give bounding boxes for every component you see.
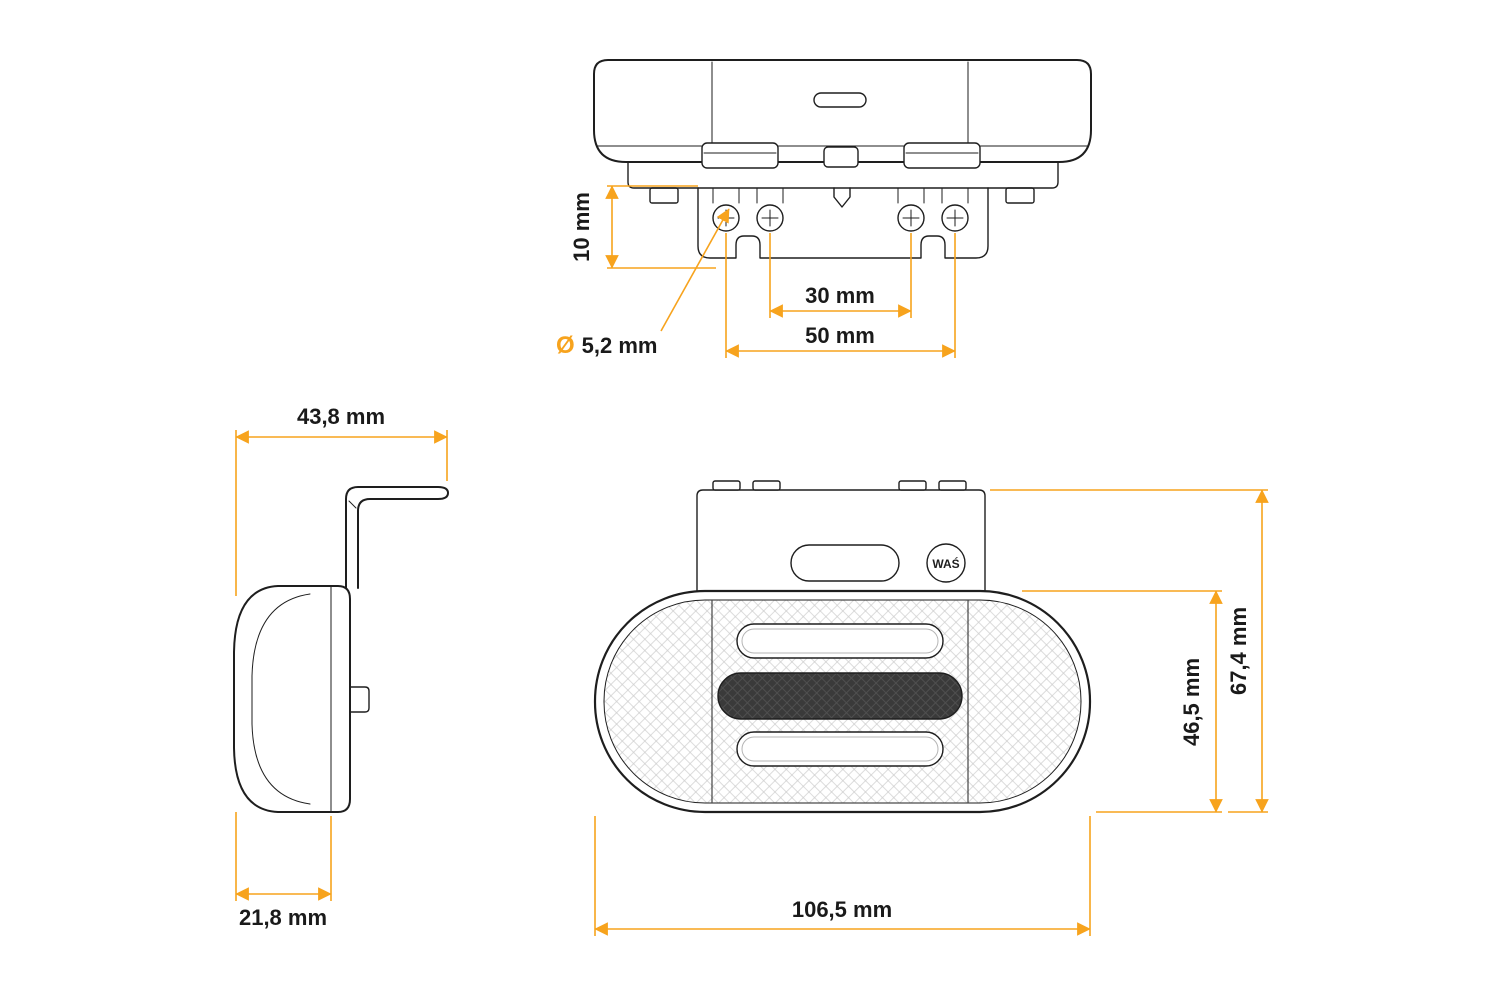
mount-hole-cross	[902, 209, 920, 227]
top-notch	[813, 92, 867, 108]
lamp-side-outline	[233, 585, 351, 813]
front-view: WAŚ	[593, 480, 1092, 814]
dim-overall-width-label: 106,5 mm	[792, 897, 892, 922]
mount-bracket-outline	[697, 187, 989, 259]
leader-line-hole-diameter	[660, 208, 730, 332]
mount-hole	[756, 204, 784, 232]
center-locator-pin	[833, 187, 851, 208]
base-strip-outline	[627, 161, 1059, 189]
front-view-dimensions: 106,5 mm 46,5 mm 67,4 mm	[594, 489, 1269, 936]
bracket-side-outline	[345, 486, 449, 589]
bracket-tab	[712, 480, 741, 491]
mount-hole	[712, 204, 740, 232]
lens-seam-lines	[711, 61, 969, 147]
diameter-symbol: Ø	[556, 332, 575, 359]
dim-inner-spacing-label: 30 mm	[805, 283, 875, 308]
latch-right	[903, 142, 981, 169]
led-strip-window	[717, 672, 963, 720]
bracket-tab	[752, 480, 781, 491]
dim-overall-depth-label: 43,8 mm	[297, 404, 385, 429]
dim-outer-spacing-label: 50 mm	[805, 323, 875, 348]
housing-top-outline	[593, 59, 1092, 163]
bracket-front-outline	[696, 489, 986, 601]
bracket-slot	[790, 544, 900, 582]
connector-tab	[349, 686, 370, 713]
bracket-tab	[938, 480, 967, 491]
hole-diameter-value: 5,2 mm	[582, 333, 658, 358]
side-view	[233, 486, 449, 813]
dim-overall-height-label: 67,4 mm	[1226, 607, 1251, 695]
top-view-dimensions: 10 mm Ø 5,2 mm 30 mm 50 mm	[556, 185, 956, 359]
latch-left	[701, 142, 779, 169]
dim-body-depth-label: 21,8 mm	[239, 905, 327, 930]
dim-hole-diameter-label: Ø 5,2 mm	[556, 332, 658, 359]
lens-window-bottom	[736, 731, 944, 767]
lens-front-seams	[711, 600, 969, 803]
mount-hole	[941, 204, 969, 232]
latch-center-tab	[823, 146, 859, 168]
lens-window-top	[736, 623, 944, 659]
hole-boss-lines	[712, 187, 969, 204]
lens-window-top-inner	[741, 628, 939, 654]
brand-logo-circle	[926, 543, 966, 583]
bracket-fold-line	[348, 500, 357, 509]
mount-hole-cross	[946, 209, 964, 227]
brand-logo-text: WAŚ	[932, 556, 959, 571]
mount-hole-cross	[761, 209, 779, 227]
side-view-dimensions: 43,8 mm 21,8 mm	[235, 404, 448, 930]
base-foot-left	[649, 187, 679, 204]
dim-lens-height-label: 46,5 mm	[1179, 658, 1204, 746]
base-foot-right	[1005, 187, 1035, 204]
lens-window-bottom-inner	[741, 736, 939, 762]
mount-hole	[897, 204, 925, 232]
lens-side-contour	[251, 593, 311, 805]
dim-hole-offset-label: 10 mm	[569, 192, 594, 262]
bracket-tab	[898, 480, 927, 491]
top-view	[593, 59, 1092, 259]
